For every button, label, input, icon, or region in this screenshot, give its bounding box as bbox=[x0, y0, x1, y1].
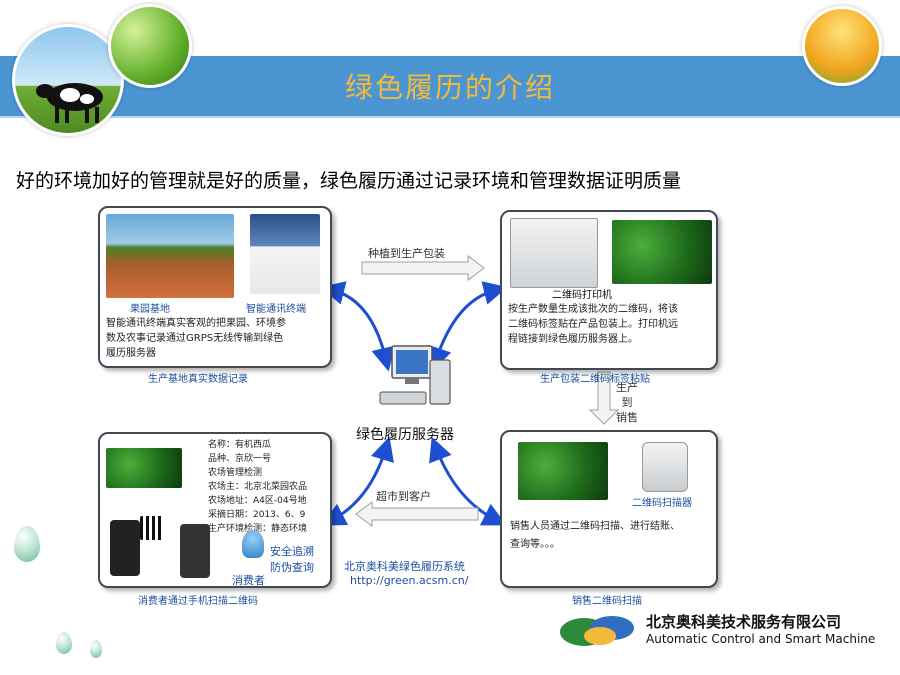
system-name: 北京奥科美绿色履历系统 bbox=[344, 560, 465, 573]
leaf-photo bbox=[108, 4, 192, 88]
page-title: 绿色履历的介绍 bbox=[344, 71, 555, 104]
watermelon-photo bbox=[106, 448, 182, 488]
arrow-bottomright-server bbox=[429, 436, 507, 526]
flow-arrow-right bbox=[588, 371, 620, 425]
cow-photo bbox=[12, 24, 124, 136]
terminal-photo bbox=[250, 214, 320, 294]
panel-production-base: 果园基地 智能通讯终端 智能通讯终端真实客观的把果园、环境参 数及农事记录通过G… bbox=[98, 206, 332, 368]
flow-label-top: 种植到生产包装 bbox=[368, 247, 445, 260]
orchard-photo bbox=[106, 214, 234, 298]
server-label: 绿色履历服务器 bbox=[356, 427, 454, 443]
flow-arrow-bottom bbox=[355, 501, 479, 527]
caption-packaging: 生产包装二维码标签粘贴 bbox=[540, 374, 650, 385]
watermelon-photo bbox=[612, 220, 712, 284]
system-url: http://green.acsm.cn/ bbox=[350, 574, 469, 587]
arrow-topright-server bbox=[428, 281, 508, 372]
flow-label-right: 生产 到 销售 bbox=[616, 381, 638, 424]
flow-arrow-top bbox=[361, 255, 485, 281]
scanner-label: 二维码扫描器 bbox=[632, 498, 692, 509]
trace-line: 安全追溯 bbox=[270, 545, 314, 558]
desc-line: 二维码标签贴在产品包装上。打印机远 bbox=[508, 319, 678, 330]
panel-sales: 二维码扫描器 销售人员通过二维码扫描、进行结账、 查询等。。。 bbox=[500, 430, 718, 588]
panel-consumer: 名称：有机西瓜 品种、京欣一号 农场管理检测 农场主：北京北菜园农品 农场地址：… bbox=[98, 432, 332, 588]
phone-icon bbox=[180, 524, 210, 578]
consumer-icon bbox=[242, 530, 264, 558]
info-line: 农场管理检测 bbox=[208, 468, 263, 478]
server-computer-icon bbox=[379, 345, 451, 405]
consumer-label: 消费者 bbox=[232, 574, 265, 587]
caption-consumer: 消费者通过手机扫描二维码 bbox=[138, 596, 258, 607]
caption-production-base: 生产基地真实数据记录 bbox=[148, 374, 248, 385]
orchard-label: 果园基地 bbox=[130, 304, 170, 315]
desc-line: 数及农事记录通过GRPS无线传输到绿色 bbox=[106, 333, 284, 344]
desc-line: 销售人员通过二维码扫描、进行结账、 bbox=[510, 521, 680, 532]
info-line: 品种、京欣一号 bbox=[208, 454, 272, 464]
info-line: 名称：有机西瓜 bbox=[208, 440, 272, 450]
info-line: 农场地址：A4区-04号地 bbox=[208, 496, 307, 506]
desc-line: 查询等。。。 bbox=[510, 539, 560, 550]
water-drop-decoration bbox=[56, 632, 72, 654]
panel-packaging: 二维码打印机 按生产数量生成该批次的二维码，将该 二维码标签贴在产品包装上。打印… bbox=[500, 210, 718, 370]
watermelon-photo bbox=[518, 442, 608, 500]
info-line: 农场主：北京北菜园农品 bbox=[208, 482, 308, 492]
company-name-en: Automatic Control and Smart Machine bbox=[646, 632, 876, 646]
info-line: 采摘日期：2013、6、9 bbox=[208, 510, 306, 520]
phone-icon bbox=[110, 520, 140, 576]
trace-line: 防伪查询 bbox=[270, 561, 314, 574]
company-logo-icon bbox=[560, 616, 634, 646]
caption-sales: 销售二维码扫描 bbox=[572, 596, 642, 607]
water-drop-decoration bbox=[90, 640, 102, 658]
tulip-photo bbox=[802, 6, 882, 86]
desc-line: 履历服务器 bbox=[106, 348, 156, 359]
desc-line: 按生产数量生成该批次的二维码，将该 bbox=[508, 304, 678, 315]
info-line: 生产环境检测：静态环境 bbox=[208, 524, 308, 534]
qr-code-icon bbox=[140, 516, 164, 540]
printer-label: 二维码打印机 bbox=[552, 290, 612, 301]
flow-label-bottom: 超市到客户 bbox=[376, 490, 431, 503]
desc-line: 程链接到绿色履历服务器上。 bbox=[508, 334, 638, 345]
desc-line: 智能通讯终端真实客观的把果园、环境参 bbox=[106, 318, 286, 329]
water-drop-decoration bbox=[14, 526, 40, 562]
terminal-label: 智能通讯终端 bbox=[246, 304, 306, 315]
arrow-topleft-server bbox=[320, 281, 395, 372]
header-divider bbox=[0, 116, 900, 118]
scanner-photo bbox=[642, 442, 688, 492]
company-name-cn: 北京奥科美技术服务有限公司 bbox=[646, 613, 842, 631]
page-subtitle: 好的环境加好的管理就是好的质量，绿色履历通过记录环境和管理数据证明质量 bbox=[16, 170, 682, 192]
arrow-bottomleft-server bbox=[321, 436, 394, 526]
printer-photo bbox=[510, 218, 598, 288]
